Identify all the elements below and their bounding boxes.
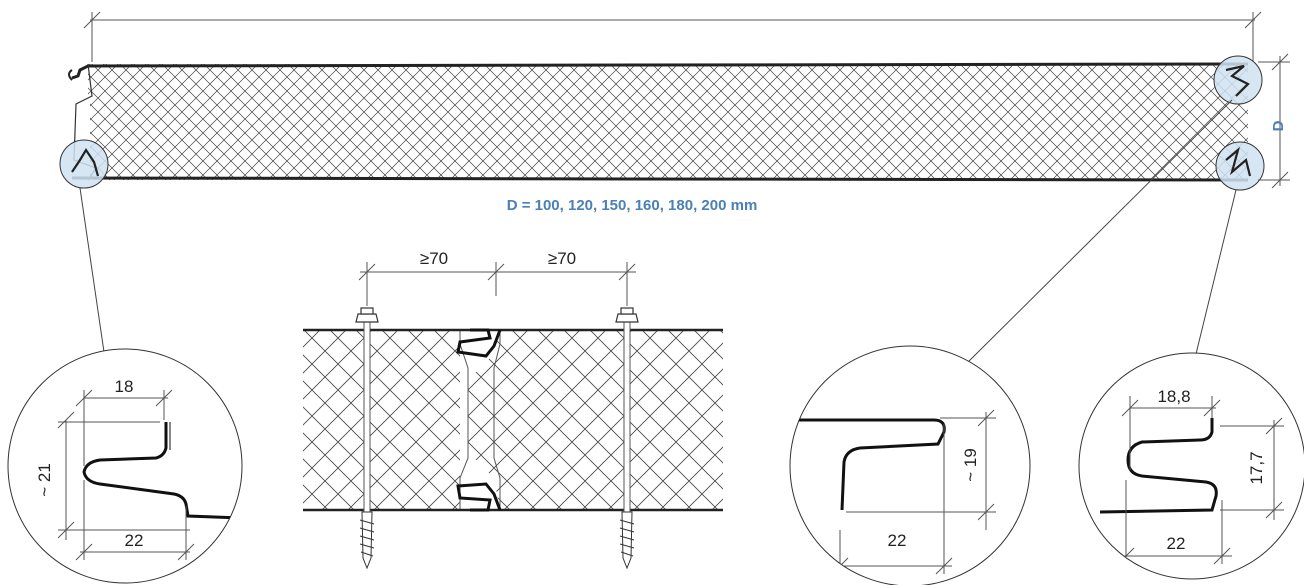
- detail-middle-bottom-dimension: 22: [888, 531, 907, 550]
- detail-middle-side-dimension: ~ 19: [961, 448, 980, 482]
- detail-left-bottom-dimension: 22: [125, 531, 144, 550]
- thickness-dimension: D: [1258, 53, 1290, 189]
- detail-left-top-dimension: 18: [115, 377, 134, 396]
- thickness-symbol: D: [1270, 120, 1287, 131]
- screw-spacing-left: ≥70: [420, 249, 448, 268]
- overall-width-dimension: [83, 11, 1262, 62]
- thickness-note: D = 100, 120, 150, 160, 180, 200 mm: [507, 197, 758, 214]
- joint-section: ≥70 ≥70: [303, 249, 723, 570]
- sandwich-panel: [60, 62, 1249, 182]
- leader-lines: [79, 99, 1237, 371]
- fixing-screw-right: [615, 307, 639, 570]
- detail-right-side-dimension: 17,7: [1247, 451, 1266, 484]
- fixing-screw-left: [355, 307, 379, 570]
- detail-left-side-dimension: ~ 21: [35, 463, 54, 497]
- screw-spacing-right: ≥70: [548, 249, 576, 268]
- detail-right: 18,8 17,7 22: [1078, 352, 1304, 580]
- detail-right-top-dimension: 18,8: [1157, 387, 1190, 406]
- detail-left: 18 ~ 21 22: [7, 348, 243, 584]
- detail-right-bottom-dimension: 22: [1167, 534, 1186, 553]
- joint-highlights: [59, 55, 1265, 191]
- detail-middle: ~ 19 22: [789, 345, 1031, 585]
